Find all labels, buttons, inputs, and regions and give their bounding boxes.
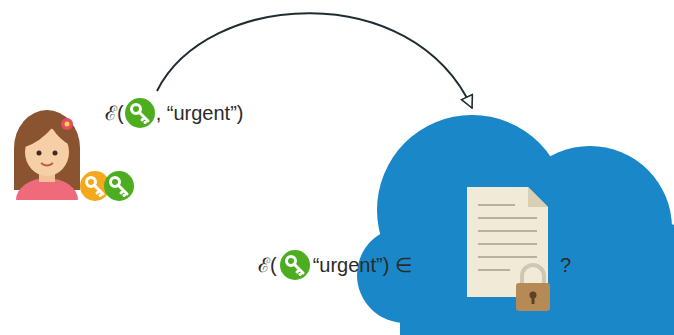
- query-label: ℰ( , “urgent”): [105, 97, 280, 129]
- key-icon: [125, 98, 155, 128]
- cloud: [357, 115, 674, 335]
- document-icon: [467, 187, 548, 297]
- formula-text: ?: [560, 253, 571, 277]
- formula-text: ℰ(: [105, 101, 124, 125]
- formula-text: , “urgent”): [156, 101, 244, 125]
- lock-icon: [516, 265, 550, 311]
- query-arrow: [157, 13, 472, 108]
- key-icon: [280, 250, 310, 280]
- formula-text: ℰ(: [258, 253, 277, 277]
- formula-text: “urgent”) ∈: [313, 253, 412, 277]
- cloud-server: ℰ( “urgent”) ∈?: [250, 112, 674, 335]
